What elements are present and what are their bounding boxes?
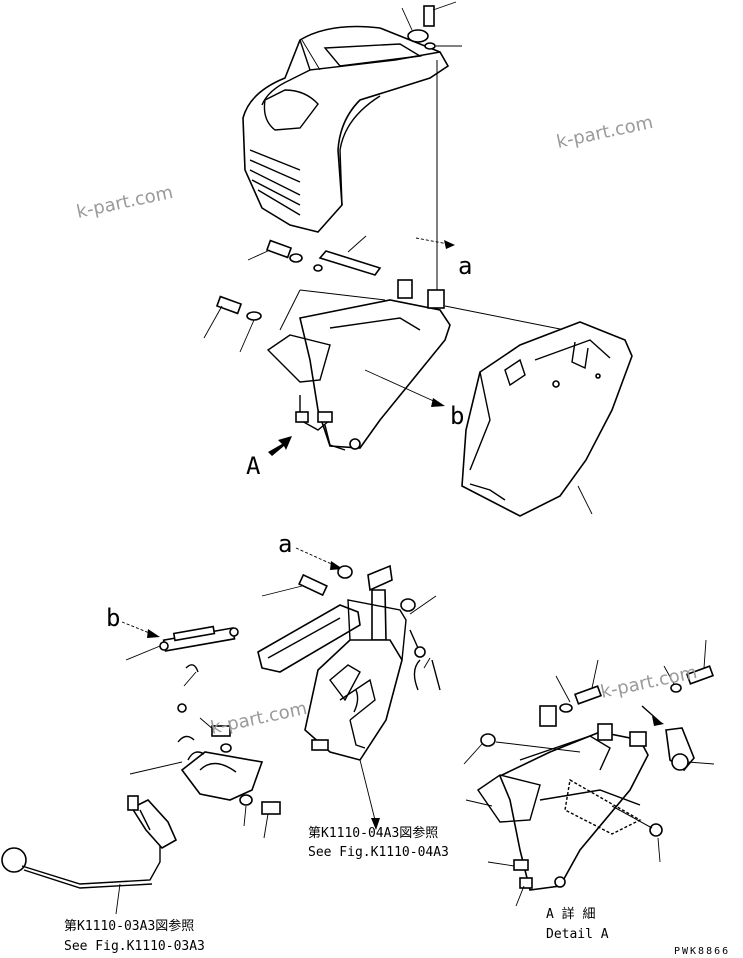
console-cover-lower	[461, 321, 633, 517]
top-bolts	[215, 239, 382, 321]
handle-lever	[1, 795, 178, 915]
top-leader-lines	[301, 1, 462, 71]
top-part-leaders	[203, 60, 566, 353]
detail-a-parts	[480, 665, 715, 837]
view-a-arrow	[268, 436, 292, 456]
callout-a-bottom: a	[278, 530, 292, 558]
pedal-stand	[304, 599, 421, 761]
ref-04a3-en: See Fig.K1110-04A3	[308, 845, 449, 860]
callout-b-bottom-arrow	[121, 621, 160, 638]
detail-a-en: Detail A	[546, 927, 609, 942]
watermark: k-part.com	[209, 698, 309, 739]
ref-04a3-jp: 第K1110-04A3図参照	[308, 825, 438, 841]
detail-a-jp: A 詳 細	[546, 906, 595, 922]
ref-03a3-en: See Fig.K1110-03A3	[64, 939, 205, 954]
watermark: k-part.com	[555, 112, 655, 153]
drawing-code: PWK8866	[674, 946, 730, 957]
arrow-to-a-top	[415, 237, 455, 249]
lever-bracket	[257, 564, 416, 673]
callout-a-bottom-arrow	[295, 547, 343, 570]
ref-03a3-jp: 第K1110-03A3図参照	[64, 918, 194, 934]
view-a-label: A	[246, 452, 261, 480]
detail-a-leaders	[463, 639, 715, 907]
callout-a-top: a	[458, 252, 472, 280]
watermark: k-part.com	[75, 182, 175, 223]
detail-a-bracket	[477, 705, 649, 891]
callout-b-bottom: b	[106, 604, 120, 632]
callout-b-top: b	[450, 402, 464, 430]
console-cover-upper	[242, 5, 450, 233]
bracket-assembly-top	[266, 279, 451, 451]
gas-spring	[159, 625, 239, 652]
watermark: k-part.com	[599, 662, 699, 703]
arrow-to-b-top	[364, 369, 445, 407]
lever-plate	[180, 725, 281, 815]
bottom-left-leaders	[125, 585, 437, 839]
small-parts-left	[177, 646, 441, 761]
